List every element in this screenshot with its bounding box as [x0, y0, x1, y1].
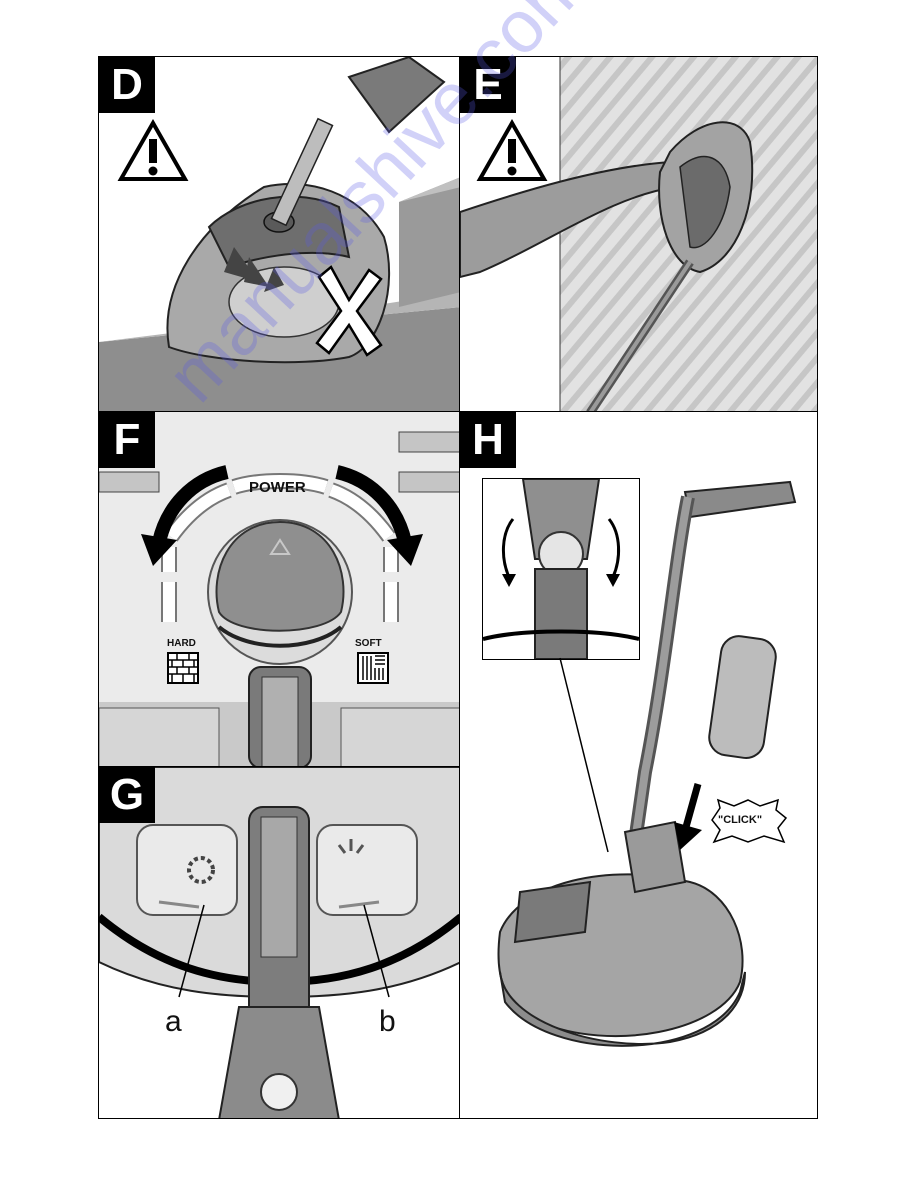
panel-h: H — [459, 411, 818, 1119]
panel-h-illustration — [460, 412, 818, 1119]
panel-d: D — [98, 56, 460, 412]
warning-triangle-icon — [117, 119, 189, 183]
hard-label: HARD — [167, 638, 196, 649]
brick-hard-surface-icon — [167, 652, 199, 684]
panel-e: E — [459, 56, 818, 412]
warning-triangle-icon — [476, 119, 548, 183]
panel-f: F POWER HARD SO — [98, 411, 460, 767]
panel-g: G a b — [98, 766, 460, 1119]
power-label: POWER — [249, 479, 306, 496]
wood-soft-surface-icon — [357, 652, 389, 684]
soft-label: SOFT — [355, 638, 382, 649]
click-label: "CLICK" — [718, 814, 762, 826]
cross-x-icon — [309, 265, 389, 357]
rotate-arrow-icon — [137, 462, 237, 572]
down-arrow-icon — [672, 782, 712, 852]
rotate-arrow-icon — [327, 462, 427, 572]
callout-b: b — [379, 1005, 396, 1039]
panel-g-label: G — [99, 767, 155, 823]
panel-d-label: D — [99, 57, 155, 113]
panel-e-label: E — [460, 57, 516, 113]
callout-a: a — [165, 1005, 182, 1039]
panel-f-label: F — [99, 412, 155, 468]
panel-h-label: H — [460, 412, 516, 468]
